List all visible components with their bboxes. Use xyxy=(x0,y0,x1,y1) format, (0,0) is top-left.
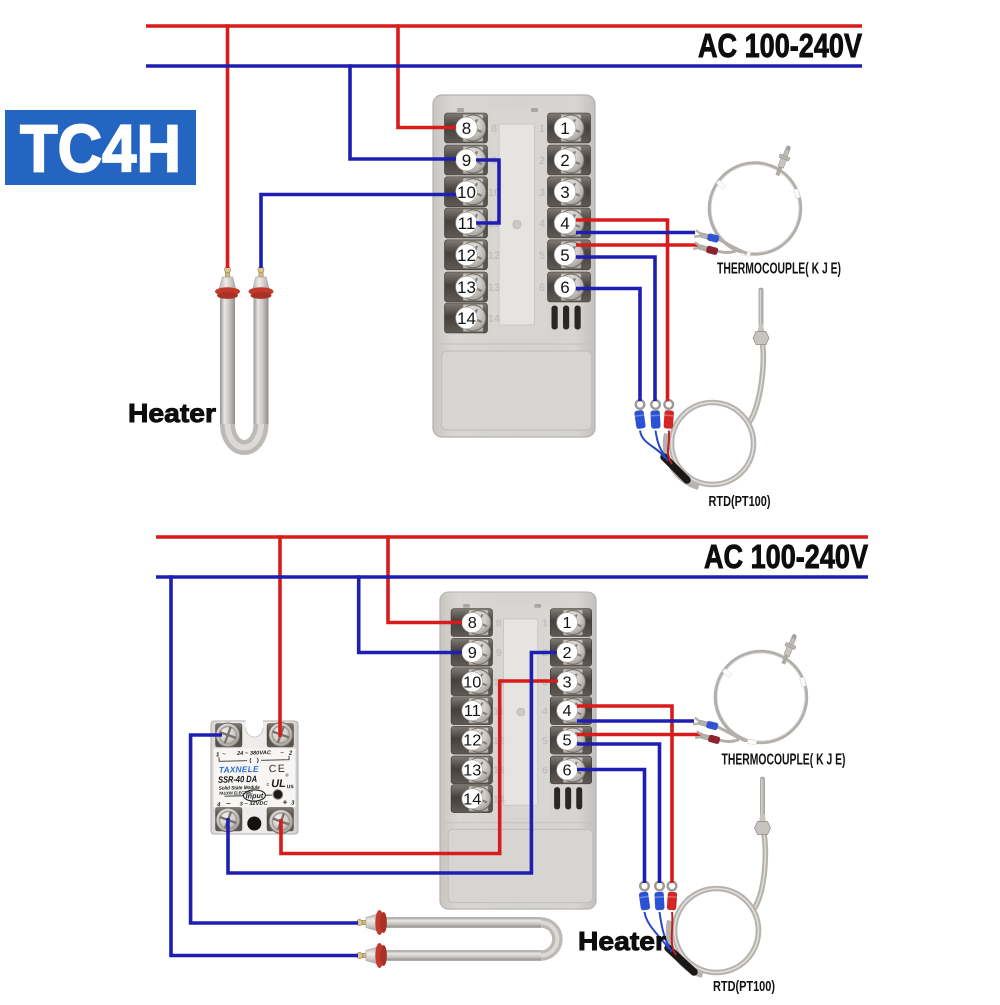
svg-text:CE: CE xyxy=(269,763,287,775)
svg-text:Input: Input xyxy=(246,791,264,800)
svg-text:–: – xyxy=(226,799,231,808)
svg-text:UL: UL xyxy=(271,778,286,790)
svg-text:SSR-40 DA: SSR-40 DA xyxy=(218,774,257,785)
svg-text:Heater: Heater xyxy=(128,398,216,428)
svg-text:~: ~ xyxy=(280,750,284,757)
svg-text:~: ~ xyxy=(222,751,226,758)
svg-text:24 ~ 380VAC: 24 ~ 380VAC xyxy=(236,750,271,757)
svg-text:RTD(PT100): RTD(PT100) xyxy=(713,978,775,995)
svg-text:THERMOCOUPLE( K J E): THERMOCOUPLE( K J E) xyxy=(722,752,846,769)
svg-text:RTD(PT100): RTD(PT100) xyxy=(709,493,771,510)
svg-text:AC 100-240V: AC 100-240V xyxy=(698,27,862,64)
svg-text:Heater: Heater xyxy=(578,926,666,956)
svg-text:3 ~ 32VDC: 3 ~ 32VDC xyxy=(240,801,268,808)
svg-text:US: US xyxy=(287,784,295,790)
svg-text:+: + xyxy=(282,798,287,807)
svg-text:THERMOCOUPLE( K J E): THERMOCOUPLE( K J E) xyxy=(717,261,841,278)
svg-text:AC 100-240V: AC 100-240V xyxy=(704,538,868,575)
svg-text:TC4H: TC4H xyxy=(20,112,181,187)
